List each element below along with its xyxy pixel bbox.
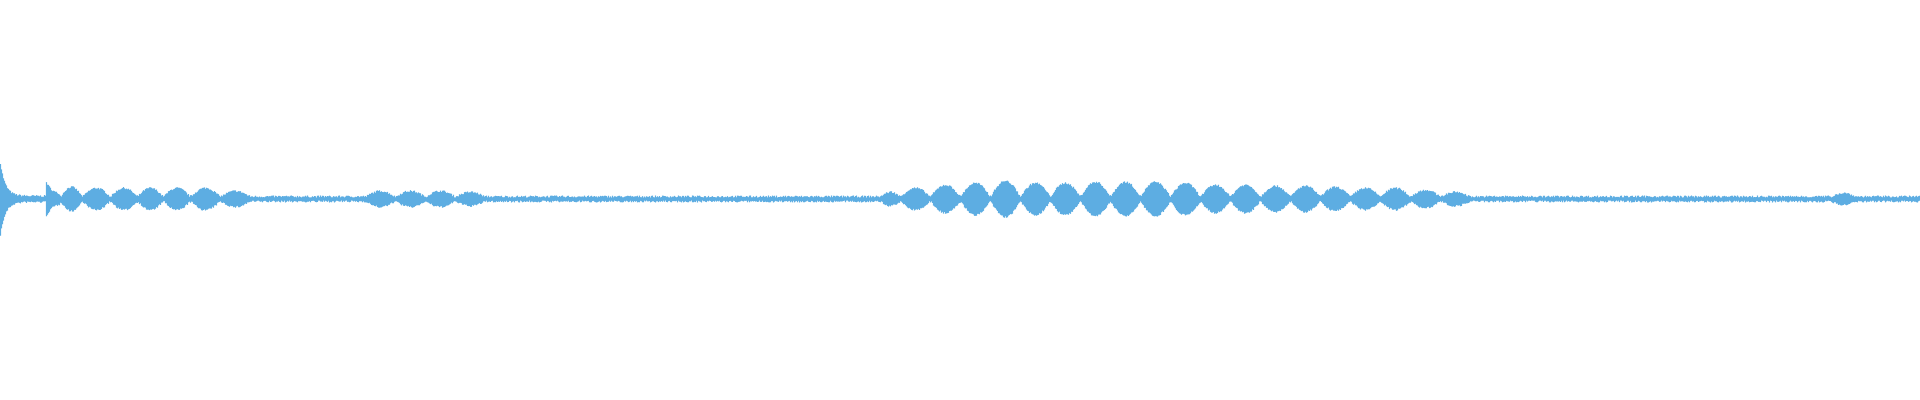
waveform-path xyxy=(0,164,1920,236)
